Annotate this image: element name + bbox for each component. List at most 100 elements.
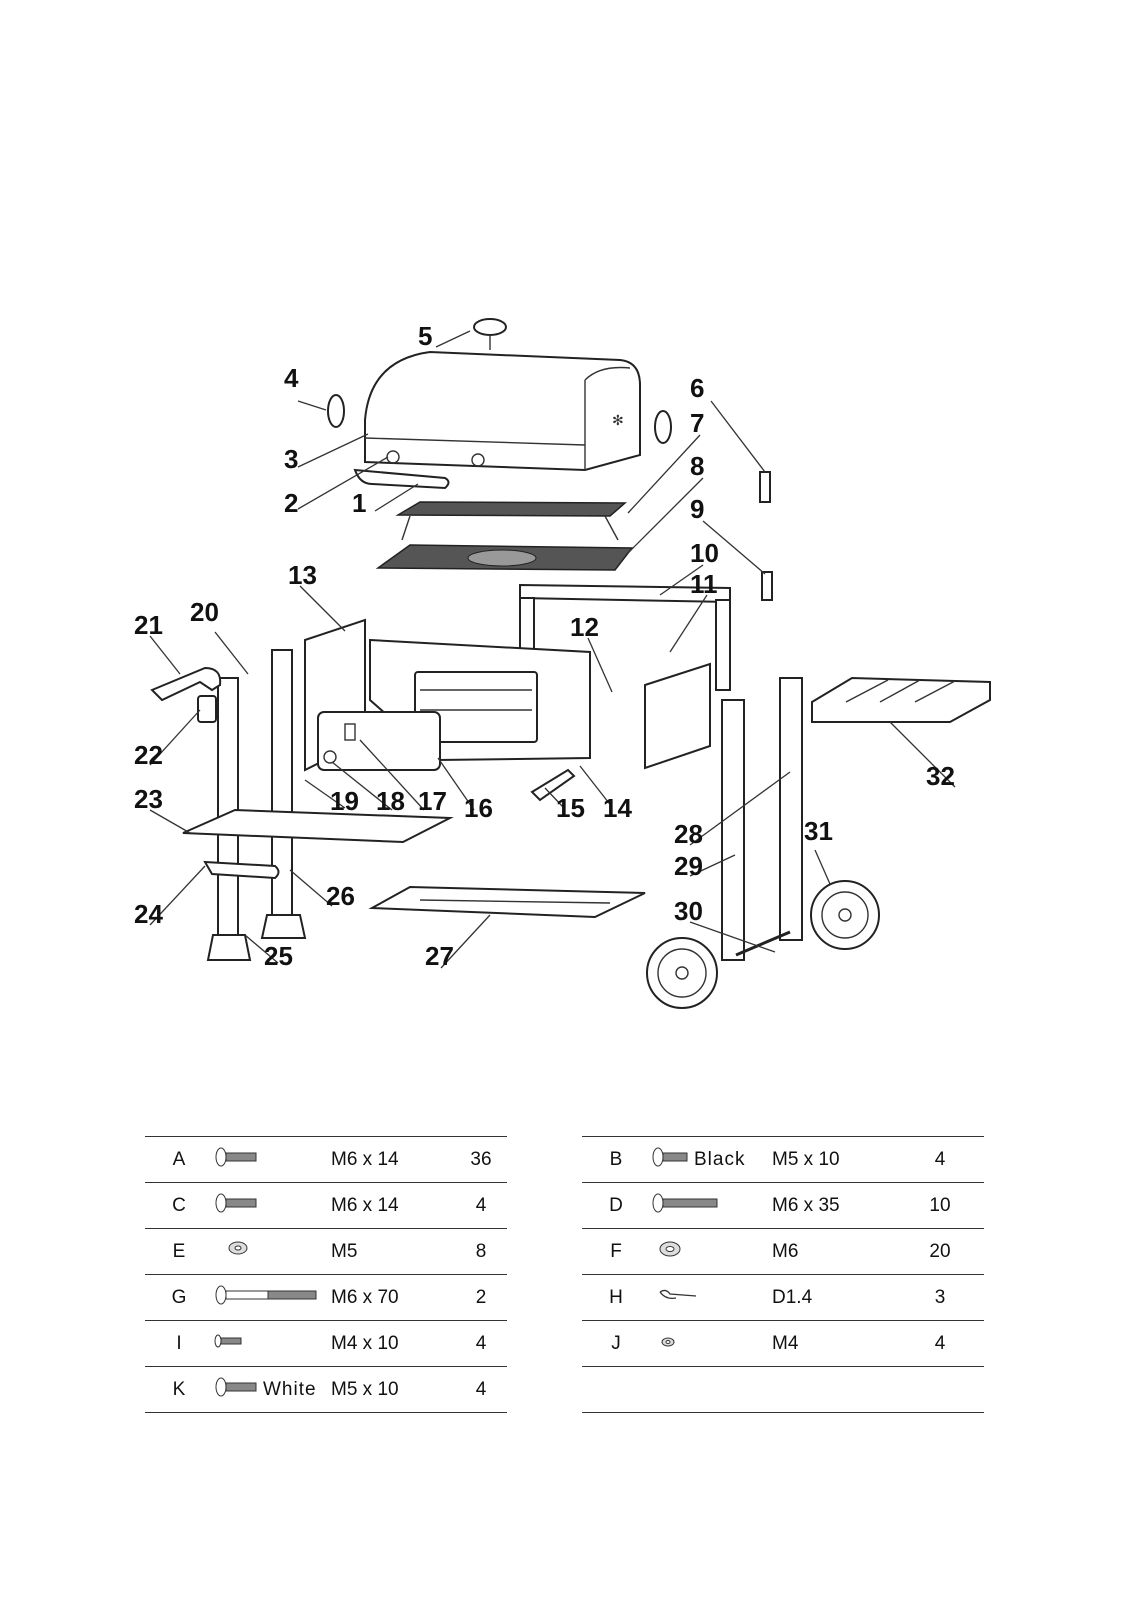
hardware-size: M5 x 10: [331, 1366, 455, 1413]
hardware-row: G M6 x 70 2: [145, 1274, 507, 1321]
hardware-letter: I: [145, 1320, 213, 1367]
hardware-letter: A: [145, 1136, 213, 1183]
hardware-qty: 4: [455, 1320, 507, 1367]
hardware-row: I M4 x 10 4: [145, 1320, 507, 1367]
thermometer: [473, 318, 507, 350]
leader-lines: [149, 330, 956, 969]
bottle-opener: [197, 695, 217, 723]
round-head-screw-icon: [650, 1147, 690, 1173]
hardware-qty: 4: [896, 1136, 984, 1183]
hardware-size: M6: [772, 1228, 896, 1275]
left-vent: [327, 394, 345, 428]
callout-21: 21: [134, 610, 163, 640]
cooking-grate: [375, 544, 634, 571]
hardware-size: [772, 1366, 896, 1413]
grill-lid: ✻: [364, 350, 641, 472]
hardware-letter: J: [582, 1320, 650, 1367]
exploded-grill-diagram: ✻: [134, 318, 991, 1009]
callout-27: 27: [425, 941, 454, 971]
hardware-letter: C: [145, 1182, 213, 1229]
hardware-row: E M5 8: [145, 1228, 507, 1275]
hardware-row: K White M5 x 10 4: [145, 1366, 507, 1413]
callout-5: 5: [418, 321, 432, 351]
foot-cap-left: [206, 934, 252, 961]
callout-11: 11: [690, 569, 718, 599]
side-handle: [150, 666, 222, 702]
callout-20: 20: [190, 597, 219, 627]
nut-icon: [227, 1240, 249, 1262]
ash-door: [317, 711, 441, 771]
hardware-row: F M6 20: [582, 1228, 984, 1275]
hardware-table-left: A M6 x 14 36 C M6 x 14 4 E M5 8 G M6 x 7…: [145, 1136, 507, 1413]
hardware-row: A M6 x 14 36: [145, 1136, 507, 1183]
hardware-qty: 4: [896, 1320, 984, 1367]
hardware-size: M5 x 10: [772, 1136, 896, 1183]
hardware-row-empty: [582, 1366, 984, 1413]
hinge-bracket-6: [759, 471, 771, 503]
hardware-size: M4: [772, 1320, 896, 1367]
svg-text:✻: ✻: [612, 412, 624, 428]
hardware-qty: 4: [455, 1366, 507, 1413]
callout-17: 17: [418, 786, 447, 816]
hardware-letter: K: [145, 1366, 213, 1413]
long-bolt-icon: [213, 1285, 319, 1311]
hardware-color: Black: [694, 1148, 746, 1170]
part-callouts: 1 2 3 4 5 6 7 8 9 10 11 12 13 14 15 16 1…: [134, 321, 955, 971]
wheel-front: [646, 937, 718, 1009]
hardware-qty: 3: [896, 1274, 984, 1321]
callout-28: 28: [674, 819, 703, 849]
hardware-qty: 2: [455, 1274, 507, 1321]
callout-15: 15: [556, 793, 585, 823]
callout-31: 31: [804, 816, 833, 846]
callout-12: 12: [570, 612, 599, 642]
callout-2: 2: [284, 488, 298, 518]
small-screw-icon: [213, 1332, 245, 1354]
callout-1: 1: [352, 488, 366, 518]
callout-13: 13: [288, 560, 317, 590]
hardware-qty: [896, 1366, 984, 1413]
round-head-screw-icon: [213, 1377, 259, 1403]
hardware-size: D1.4: [772, 1274, 896, 1321]
small-nut-icon: [660, 1332, 676, 1354]
r-clip-icon: [658, 1286, 698, 1310]
left-side-shelf: [182, 808, 454, 844]
callout-24: 24: [134, 899, 163, 929]
hardware-letter: F: [582, 1228, 650, 1275]
foot-cap-right: [260, 914, 307, 939]
towel-bar: [203, 860, 280, 880]
axle: [735, 930, 791, 957]
callout-10: 10: [690, 538, 719, 568]
callout-22: 22: [134, 740, 163, 770]
callout-23: 23: [134, 784, 163, 814]
left-front-leg: [217, 677, 239, 937]
right-side-shelf: [811, 676, 991, 723]
callout-29: 29: [674, 851, 703, 881]
round-head-screw-icon: [213, 1193, 259, 1219]
hardware-size: M6 x 70: [331, 1274, 455, 1321]
callout-25: 25: [264, 941, 293, 971]
wheel-rear: [810, 880, 880, 950]
hardware-color: White: [263, 1378, 317, 1400]
hardware-row: J M4 4: [582, 1320, 984, 1367]
callout-32: 32: [926, 761, 955, 791]
callout-30: 30: [674, 896, 703, 926]
hardware-qty: 36: [455, 1136, 507, 1183]
callout-9: 9: [690, 494, 704, 524]
lid-handle: [353, 468, 450, 490]
bottom-shelf: [368, 885, 646, 919]
hardware-size: M6 x 14: [331, 1182, 455, 1229]
callout-8: 8: [690, 451, 704, 481]
hardware-size: M6 x 14: [331, 1136, 455, 1183]
round-head-screw-icon: [213, 1147, 259, 1173]
hardware-qty: 10: [896, 1182, 984, 1229]
hardware-row: H D1.4 3: [582, 1274, 984, 1321]
hardware-row: B Black M5 x 10 4: [582, 1136, 984, 1183]
charcoal-adjuster: [530, 768, 576, 802]
callout-26: 26: [326, 881, 355, 911]
nut-icon: [658, 1240, 682, 1264]
hardware-qty: 8: [455, 1228, 507, 1275]
right-vent: [654, 410, 672, 444]
right-rear-leg: [779, 677, 803, 941]
hardware-row: C M6 x 14 4: [145, 1182, 507, 1229]
hardware-qty: 20: [896, 1228, 984, 1275]
